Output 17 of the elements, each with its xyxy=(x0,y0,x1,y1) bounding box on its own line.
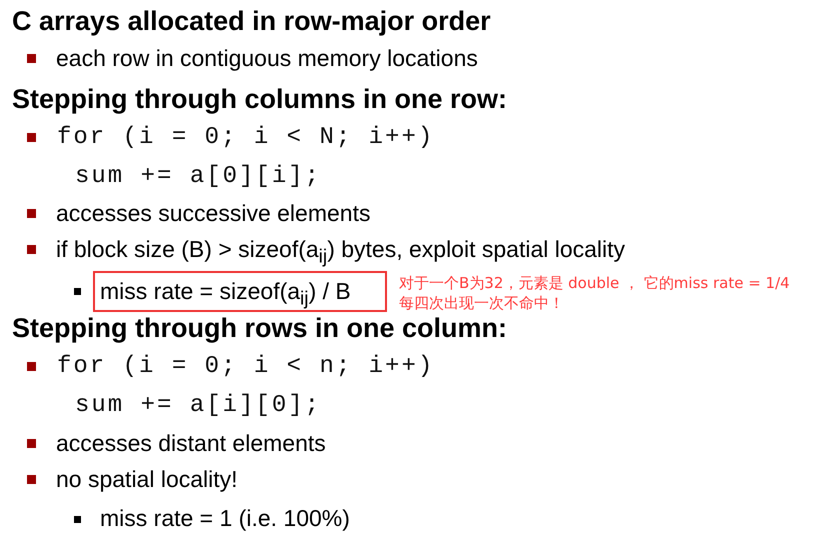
heading: Stepping through rows in one column: xyxy=(12,313,507,344)
bullet-text: each row in contiguous memory locations xyxy=(56,45,478,72)
bullet-text: accesses successive elements xyxy=(56,200,370,226)
heading: Stepping through columns in one row: xyxy=(12,84,507,116)
bullet-text: no spatial locality! xyxy=(56,466,238,492)
code-line: for (i = 0; i < N; i++) xyxy=(57,124,434,152)
annotation-text: 对于一个B为32，元素是 double ， 它的miss rate = 1/4 xyxy=(399,274,790,292)
code-line: sum += a[i][0]; xyxy=(75,392,322,420)
formula-text: miss rate = sizeof(a$_{ij}$) / B xyxy=(100,278,351,311)
code-line: for (i = 0; i < n; i++) xyxy=(57,353,434,381)
bullet-text: if block size (B) > sizeof(a$_{ij}$) bytes, exploit spatial locality xyxy=(56,236,626,269)
bullet-text: miss rate = 1 (i.e. 100%) xyxy=(100,505,350,532)
code-line: sum += a[0][i]; xyxy=(75,163,322,191)
annotation-text: 每四次出现一次不命中！ xyxy=(399,294,564,312)
heading: C arrays allocated in row-major order xyxy=(12,6,491,38)
bullet-text: accesses distant elements xyxy=(56,430,326,456)
highlight-box xyxy=(93,271,387,312)
